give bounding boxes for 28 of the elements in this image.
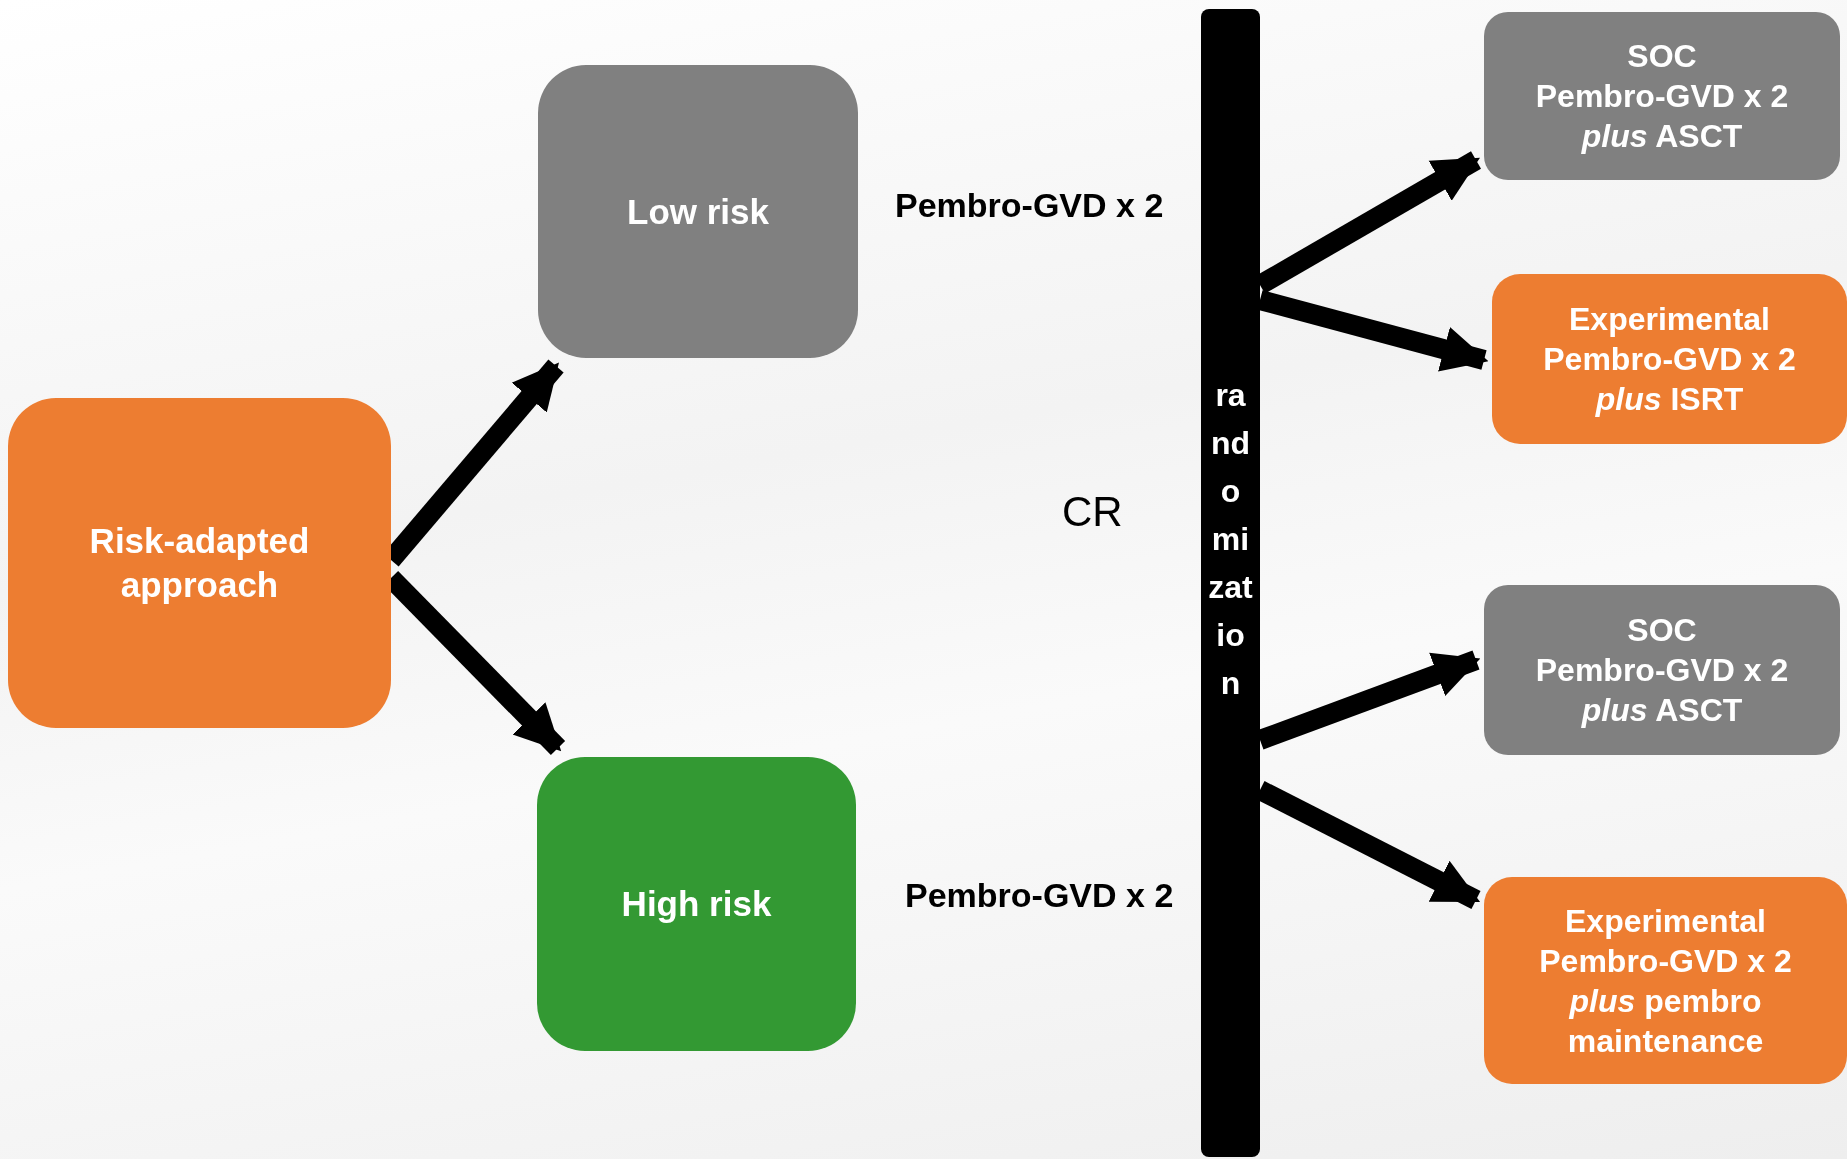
node-text: Low risk	[627, 190, 769, 233]
node-text: Pembro-GVD x 2	[1535, 77, 1789, 116]
arrow	[1257, 290, 1489, 372]
node-text: randomization	[1207, 376, 1254, 703]
node-text: plus ASCT	[1581, 691, 1743, 730]
rounded-box	[1484, 585, 1840, 755]
node-text: Experimental	[1569, 300, 1770, 339]
node-text: plus ASCT	[1581, 117, 1743, 156]
vertical-bar	[1201, 9, 1260, 1157]
node-text: Experimental	[1565, 901, 1766, 941]
text-label: Pembro-GVD x 2	[895, 186, 1164, 225]
text-label: CR	[1062, 488, 1123, 536]
rounded-box	[8, 398, 391, 728]
rounded-box	[537, 757, 856, 1051]
node-text: Pembro-GVD x 2	[1535, 651, 1789, 690]
node-text: SOC	[1627, 37, 1697, 76]
rounded-box	[1484, 877, 1847, 1084]
node-text: Pembro-GVD x 2	[1539, 941, 1792, 981]
rounded-box	[1484, 12, 1840, 180]
node-text: Risk-adapted approach	[88, 520, 311, 606]
node-text: High risk	[621, 883, 772, 926]
node-text: Pembro-GVD x 2	[1543, 340, 1796, 379]
node-text: plus pembro maintenance	[1566, 981, 1765, 1061]
rounded-box	[1492, 274, 1847, 444]
rounded-box	[538, 65, 858, 358]
node-text: plus ISRT	[1595, 380, 1744, 419]
node-text: SOC	[1627, 611, 1697, 650]
text-label: Pembro-GVD x 2	[905, 876, 1174, 915]
